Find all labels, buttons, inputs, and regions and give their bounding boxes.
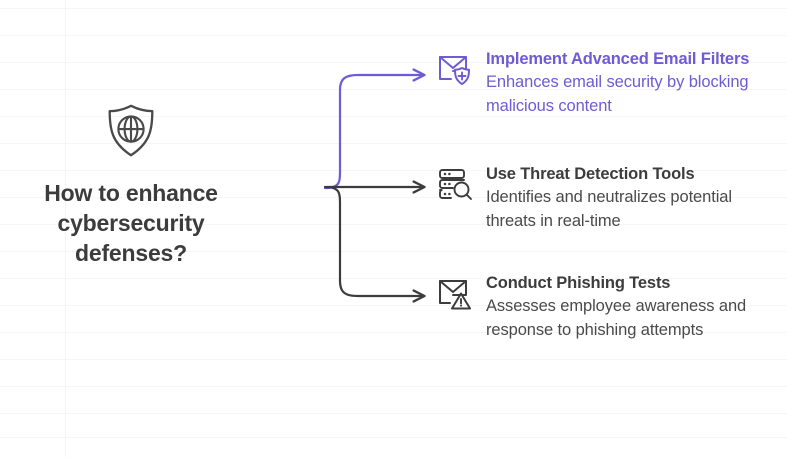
grid-line-horizontal bbox=[0, 8, 787, 9]
root-title-line: How to enhance bbox=[44, 180, 218, 206]
branch-description: Assesses employee awareness and response… bbox=[486, 297, 747, 339]
branch-title: Use Threat Detection Tools bbox=[486, 165, 695, 183]
grid-line-horizontal bbox=[0, 437, 787, 438]
grid-line-horizontal bbox=[0, 62, 787, 63]
shield-globe-icon bbox=[108, 104, 154, 157]
branch-title: Conduct Phishing Tests bbox=[486, 274, 671, 292]
branch-description: Enhances email security by blocking mali… bbox=[486, 73, 749, 115]
branch-text: Use Threat Detection Tools Identifies an… bbox=[486, 163, 781, 233]
grid-line-horizontal bbox=[0, 386, 787, 387]
grid-line-horizontal bbox=[0, 359, 787, 360]
branch-description: Identifies and neutralizes potential thr… bbox=[486, 188, 732, 230]
grid-line-horizontal bbox=[0, 332, 787, 333]
branch-item-threat-detection[interactable]: Use Threat Detection Tools Identifies an… bbox=[436, 163, 781, 233]
root-title-line: cybersecurity bbox=[57, 210, 205, 236]
email-warning-icon bbox=[439, 280, 471, 310]
connector-branch-2 bbox=[323, 185, 426, 303]
grid-line-horizontal bbox=[0, 35, 787, 36]
server-search-icon bbox=[439, 169, 472, 200]
branch-text: Implement Advanced Email Filters Enhance… bbox=[486, 48, 781, 118]
branch-text: Conduct Phishing Tests Assesses employee… bbox=[486, 272, 781, 342]
root-title: How to enhance cybersecurity defenses? bbox=[44, 178, 218, 268]
grid-line-horizontal bbox=[0, 305, 787, 306]
email-shield-plus-icon bbox=[439, 56, 470, 85]
branch-title: Implement Advanced Email Filters bbox=[486, 50, 750, 68]
root-node[interactable]: How to enhance cybersecurity defenses? bbox=[16, 100, 246, 268]
root-title-line: defenses? bbox=[75, 240, 187, 266]
connector-branch-0 bbox=[323, 68, 426, 190]
branch-item-email-filters[interactable]: Implement Advanced Email Filters Enhance… bbox=[436, 48, 781, 118]
guide-line-vertical bbox=[65, 0, 66, 457]
branch-item-phishing-tests[interactable]: Conduct Phishing Tests Assesses employee… bbox=[436, 272, 781, 342]
grid-line-horizontal bbox=[0, 413, 787, 414]
